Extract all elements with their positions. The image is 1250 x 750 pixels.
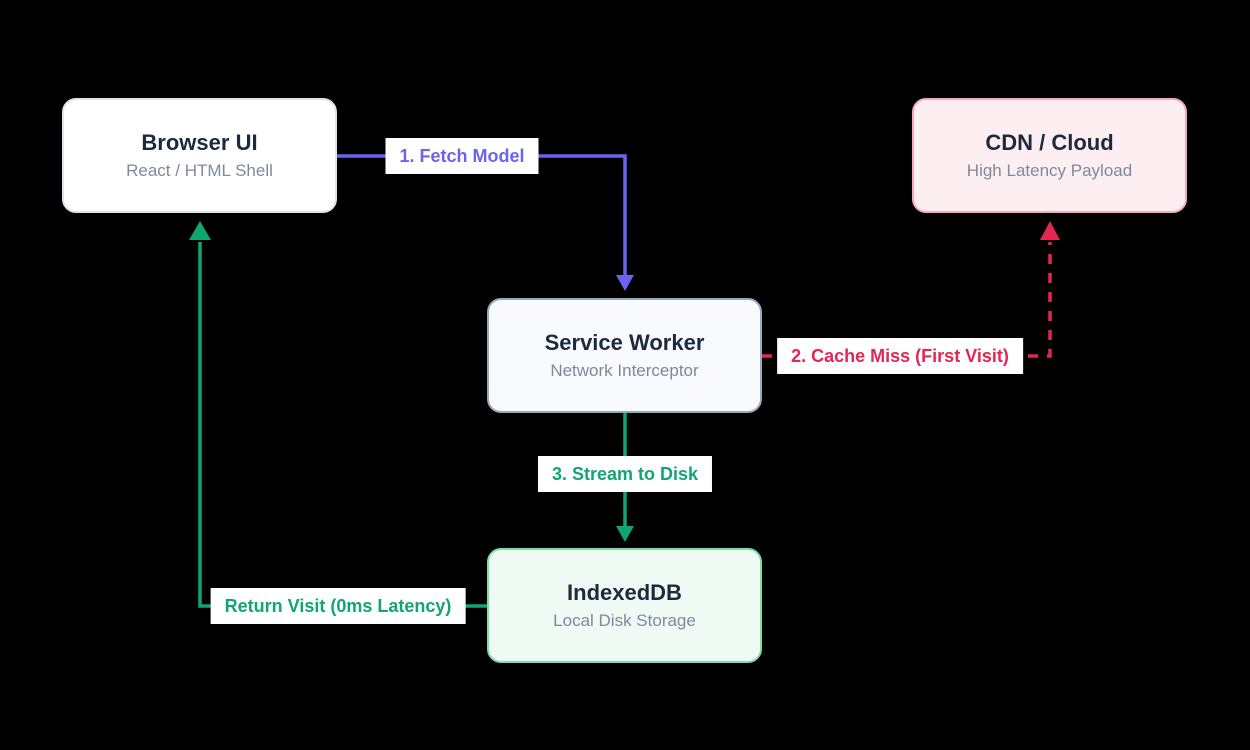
node-service-worker-title: Service Worker <box>544 330 705 355</box>
node-browser-ui: Browser UI React / HTML Shell <box>62 98 337 213</box>
node-cdn-cloud-subtitle: High Latency Payload <box>966 161 1133 180</box>
edge-return-visit-line <box>198 242 487 608</box>
edge-cache-miss-arrowhead-icon <box>1040 221 1060 240</box>
node-indexeddb-subtitle: Local Disk Storage <box>553 611 696 630</box>
edge-return-visit-arrowhead-icon <box>189 221 211 240</box>
edge-label-fetch-model: 1. Fetch Model <box>385 138 539 174</box>
node-service-worker: Service Worker Network Interceptor <box>487 298 762 413</box>
node-cdn-cloud-title: CDN / Cloud <box>985 130 1114 155</box>
node-browser-ui-title: Browser UI <box>141 130 258 155</box>
edge-label-return-visit: Return Visit (0ms Latency) <box>210 588 466 624</box>
node-indexeddb: IndexedDB Local Disk Storage <box>487 548 762 663</box>
edge-fetch-model-line <box>337 154 627 276</box>
edge-fetch-model-arrowhead-icon <box>616 275 634 291</box>
node-indexeddb-title: IndexedDB <box>567 580 682 605</box>
edge-stream-to-disk-arrowhead-icon <box>616 526 634 542</box>
node-service-worker-subtitle: Network Interceptor <box>550 361 699 380</box>
node-browser-ui-subtitle: React / HTML Shell <box>126 161 273 180</box>
node-cdn-cloud: CDN / Cloud High Latency Payload <box>912 98 1187 213</box>
edge-label-stream-to-disk: 3. Stream to Disk <box>537 456 713 492</box>
edge-label-cache-miss: 2. Cache Miss (First Visit) <box>777 338 1023 374</box>
